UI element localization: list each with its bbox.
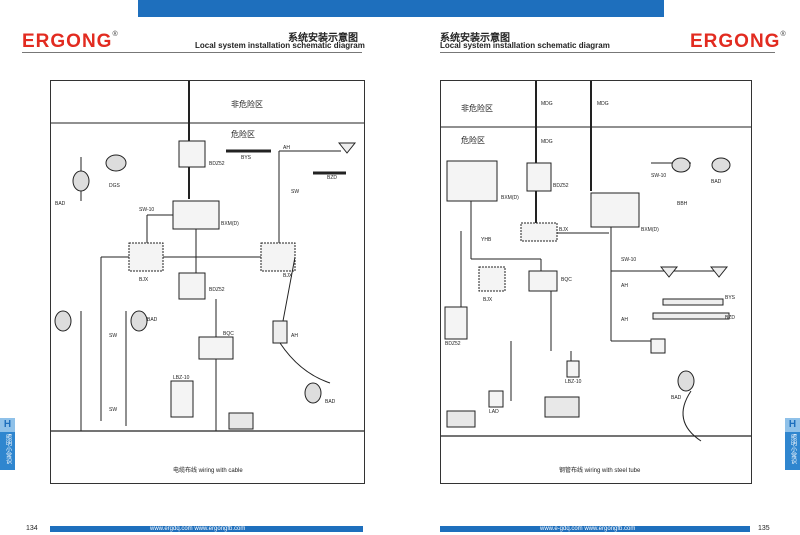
label-bjx-left-r: BJX	[483, 297, 493, 303]
zone-hazard-label-right: 危险区	[461, 135, 485, 145]
schematic-right: 非危险区 危险区 MDG MDG MDG BXM(D) BDZ52 YHB BJ…	[441, 81, 751, 442]
label-bad-r: BAD	[711, 179, 722, 185]
schematic-panel-left: 非危险区 危险区 BDZ52 BXM(D) SW-10 BJX BJX BDZ5…	[50, 80, 365, 484]
label-ah2: AH	[621, 317, 628, 323]
brand-logo-right: ERGONG®	[690, 31, 787, 52]
label-bxm-left: BXM(D)	[501, 195, 519, 201]
schematic-panel-right: 非危险区 危险区 MDG MDG MDG BXM(D) BDZ52 YHB BJ…	[440, 80, 752, 484]
label-bad-left: BAD	[147, 317, 158, 323]
page-number-right: 135	[758, 525, 770, 532]
label-lad: LAD	[489, 409, 499, 415]
label-bjx-left: BJX	[139, 277, 149, 283]
label-mdg1: MDG	[541, 101, 553, 107]
label-bdz52-mid: BDZ52	[209, 287, 225, 293]
label-bad-right: BAD	[325, 399, 336, 405]
label-lbz: LBZ-10	[173, 375, 190, 381]
label-sw-bottom: SW	[109, 407, 117, 413]
label-bys-r: BYS	[725, 295, 736, 301]
caption-right: 钢管布线 wiring with steel tube	[559, 468, 641, 474]
label-bjx-right: BJX	[283, 273, 293, 279]
label-sw10-mid: SW-10	[621, 257, 636, 263]
label-bdz52-top: BDZ52	[209, 161, 225, 167]
label-bqc-r: BQC	[561, 277, 572, 283]
label-sw-mid: SW	[109, 333, 117, 339]
label-sw10-top: SW-10	[651, 173, 666, 179]
schematic-left: 非危险区 危险区 BDZ52 BXM(D) SW-10 BJX BJX BDZ5…	[51, 81, 364, 432]
header-cn-left: 系统安装示意图	[288, 33, 358, 44]
label-bjx-r: BJX	[559, 227, 569, 233]
top-blue-bar	[138, 0, 664, 17]
label-lbz-r: LBZ-10	[565, 379, 582, 385]
zone-safe-label-left: 非危险区	[231, 99, 263, 109]
label-ah-top: AH	[283, 145, 290, 151]
label-bdz52-top-r: BDZ52	[553, 183, 569, 189]
label-mdg3: MDG	[541, 139, 553, 145]
label-bzd: BZD	[327, 175, 337, 181]
header-rule-left	[22, 52, 362, 53]
label-bxm: BXM(D)	[221, 221, 239, 227]
label-bxm-right: BXM(D)	[641, 227, 659, 233]
label-dgs: DGS	[109, 183, 121, 189]
zone-safe-label-right: 非危险区	[461, 103, 493, 113]
label-sw-right: SW	[291, 189, 299, 195]
header-en-left: Local system installation schematic diag…	[195, 41, 365, 50]
zone-hazard-label-left: 危险区	[231, 129, 255, 139]
label-bad: BAD	[55, 201, 66, 207]
label-bys: BYS	[241, 155, 252, 161]
footer-bar-left: www.ergdq.com www.ergongfb.com	[50, 526, 363, 532]
label-ah1: AH	[621, 283, 628, 289]
header-en-right: Local system installation schematic diag…	[440, 41, 610, 50]
label-bdz52-bot: BDZ52	[445, 341, 461, 347]
label-bzd-r: BZD	[725, 315, 735, 321]
page-number-left: 134	[26, 525, 38, 532]
caption-left: 电缆布线 wiring with cable	[173, 468, 243, 474]
label-bbh: BBH	[677, 201, 688, 207]
label-ytb: YHB	[481, 237, 492, 243]
label-bqc: BQC	[223, 331, 234, 337]
label-sw-top: SW-10	[139, 207, 154, 213]
header-cn-right: 系统安装示意图	[440, 33, 510, 44]
label-mdg2: MDG	[597, 101, 609, 107]
header-rule-right	[440, 52, 775, 53]
label-bad-mid: BAD	[671, 395, 682, 401]
footer-bar-right: www.e-gdq.com www.ergongfb.com	[440, 526, 750, 532]
brand-logo-left: ERGONG®	[22, 31, 119, 52]
label-ah-right: AH	[291, 333, 298, 339]
